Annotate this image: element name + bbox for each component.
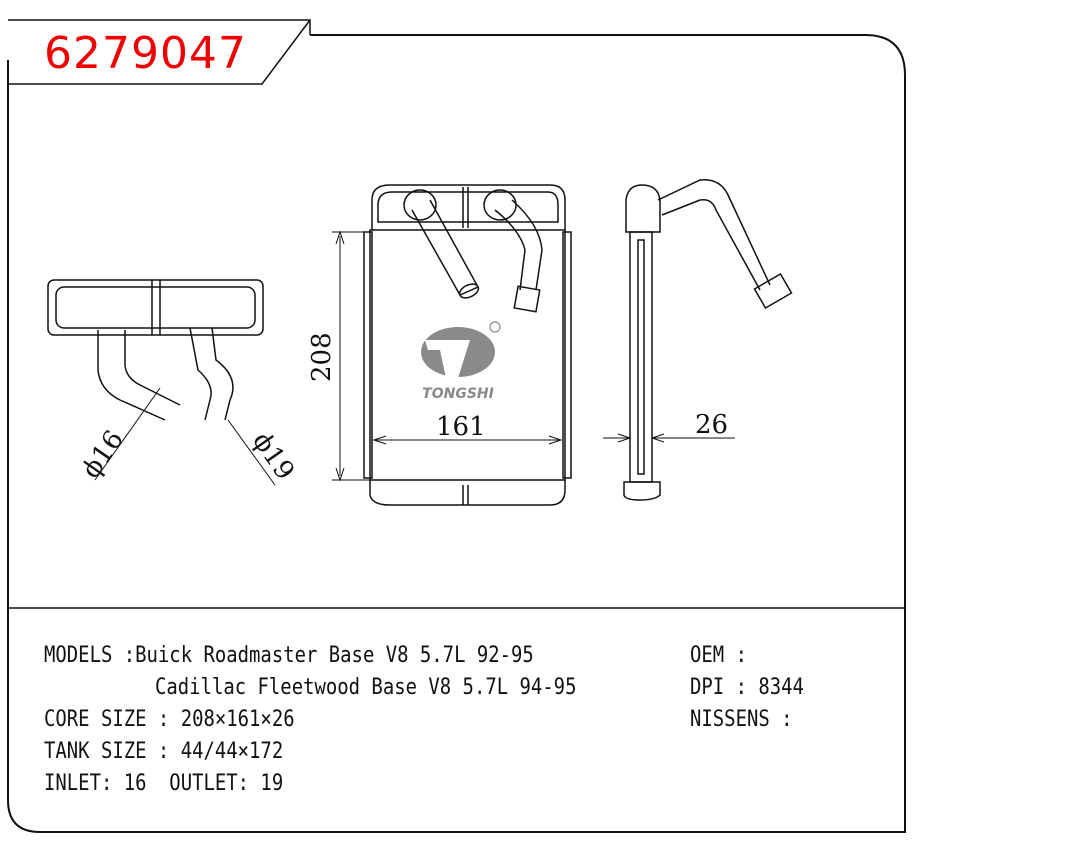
core-size: CORE SIZE : 208×161×26 bbox=[44, 707, 295, 732]
dim-depth: 26 bbox=[695, 410, 728, 440]
svg-text:TONGSHI: TONGSHI bbox=[422, 386, 494, 402]
model-2: Cadillac Fleetwood Base V8 5.7L 94-95 bbox=[155, 675, 577, 700]
dpi: DPI : 8344 bbox=[690, 675, 804, 700]
tank-size: TANK SIZE : 44/44×172 bbox=[44, 739, 284, 764]
dim-width: 161 bbox=[436, 412, 486, 442]
models-line-1: MODELS :Buick Roadmaster Base V8 5.7L 92… bbox=[44, 643, 534, 669]
outer-frame bbox=[7, 34, 906, 833]
top-view bbox=[47, 279, 276, 486]
dim-height: 208 bbox=[307, 332, 337, 382]
inlet-outlet: INLET: 16 OUTLET: 19 bbox=[44, 771, 284, 796]
dim-outlet-diameter: ϕ19 bbox=[246, 427, 300, 486]
part-number: 6279047 bbox=[44, 28, 247, 79]
front-view bbox=[332, 184, 572, 506]
side-view bbox=[603, 179, 793, 501]
brand-logo: TONGSHI bbox=[421, 321, 501, 402]
model-1: Buick Roadmaster Base V8 5.7L 92-95 bbox=[135, 643, 534, 668]
models-label: MODELS : bbox=[44, 643, 136, 668]
dim-inlet-diameter: ϕ16 bbox=[76, 425, 130, 484]
oem: OEM : bbox=[690, 643, 747, 668]
title-tab bbox=[8, 19, 311, 85]
nissens: NISSENS : bbox=[690, 707, 793, 732]
